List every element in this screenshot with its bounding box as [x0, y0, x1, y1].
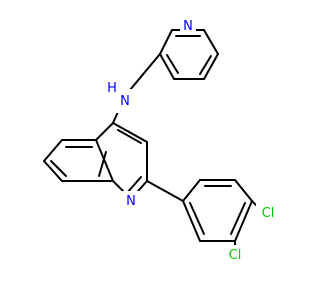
bonds [43, 29, 263, 249]
bond-double-inner [117, 129, 142, 144]
atom-labels: N H N N Cl Cl [107, 16, 280, 263]
bond-double-inner [230, 202, 246, 235]
bond [182, 179, 201, 202]
bond [182, 200, 201, 242]
bond-double-inner [166, 54, 179, 74]
bond [234, 179, 253, 202]
chlorine-label: Cl [262, 206, 275, 221]
bond-double-inner [50, 160, 67, 177]
molecule-structure-diagram: N H N N Cl Cl [43, 16, 280, 263]
bond [146, 180, 184, 202]
bond-double-inner [199, 55, 212, 75]
amine-hydrogen-label: H [107, 81, 117, 96]
bond [43, 160, 63, 182]
label-background [256, 203, 280, 221]
label-background [223, 245, 247, 263]
bond [203, 53, 219, 80]
bond [159, 53, 175, 80]
chlorine-label: Cl [229, 248, 242, 263]
label-background [180, 16, 196, 34]
bond-double-inner [126, 176, 142, 194]
bond [43, 139, 63, 162]
label-background [116, 89, 134, 113]
bond [234, 200, 253, 242]
bond [203, 29, 219, 55]
bond [112, 122, 148, 143]
bond-double-inner [189, 202, 205, 235]
pyridine-nitrogen-label: N [183, 19, 193, 34]
amine-nitrogen-label: N [120, 94, 130, 109]
bond [159, 29, 173, 55]
bond [95, 122, 114, 141]
label-background [122, 191, 140, 209]
quinoline-nitrogen-label: N [126, 194, 136, 209]
bond-double-inner [98, 151, 107, 177]
